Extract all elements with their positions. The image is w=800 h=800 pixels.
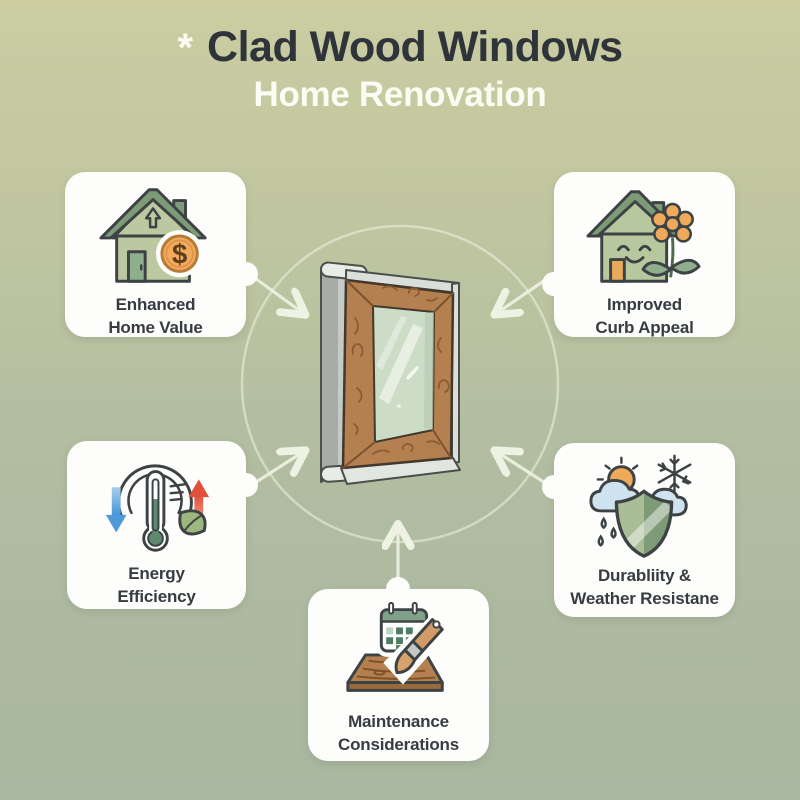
card-label-line1: Improved [607,295,682,314]
card-label-line2: Home Value [108,317,203,337]
card-label-line2: Efficiency [117,586,196,606]
arrow-bottom-right [497,452,552,488]
card-label: Maintenance Considerations [338,711,459,757]
card-label-line1: Enhanced [115,295,196,314]
card-label-line2: Curb Appeal [595,317,694,337]
calendar-paintbrush-icon [345,601,452,692]
card-label: Improved Curb Appeal [595,294,693,340]
benefit-card-maintenance-considerations: Maintenance Considerations [308,577,489,761]
weather-shield-icon [588,454,691,558]
title-text: Clad Wood Windows [207,23,623,71]
svg-text:$: $ [171,239,186,270]
clad-wood-window-illustration [313,256,473,488]
card-connector-bump [234,473,258,497]
benefit-card-energy-efficiency: Energy Efficiency [67,441,258,609]
benefit-card-durability-weather-resistance: Durabliity & Weather Resistane [542,443,735,617]
header: * Clad Wood Windows Home Renovation [0,22,800,115]
card-label-line2: Considerations [338,734,459,754]
card-connector-bump [542,272,566,296]
card-label-line1: Maintenance [348,712,449,731]
arrow-top-left [250,274,303,313]
benefit-card-enhanced-home-value: $ Enhanced Home Value [65,172,258,340]
asterisk-decoration: * [177,26,194,70]
page-title: * Clad Wood Windows [0,22,800,73]
card-label-line1: Energy [128,564,185,583]
house-dollar-icon: $ [98,188,207,283]
arrow-bottom-left [248,452,303,488]
house-flower-icon [585,190,701,283]
card-connector-bump [386,577,410,601]
arrow-top-right [497,276,550,313]
page-subtitle: Home Renovation [253,75,547,114]
card-label: Energy Efficiency [117,563,196,609]
card-label: Durabliity & Weather Resistane [570,565,719,611]
card-label-line1: Durabliity & [597,566,691,585]
thermometer-leaf-icon [105,464,209,552]
card-label-line2: Weather Resistane [570,588,719,608]
card-connector-bump [234,262,258,286]
window-graphic [319,261,461,485]
card-connector-bump [542,475,566,499]
card-label: Enhanced Home Value [108,294,203,340]
benefit-card-improved-curb-appeal: Improved Curb Appeal [542,172,735,340]
